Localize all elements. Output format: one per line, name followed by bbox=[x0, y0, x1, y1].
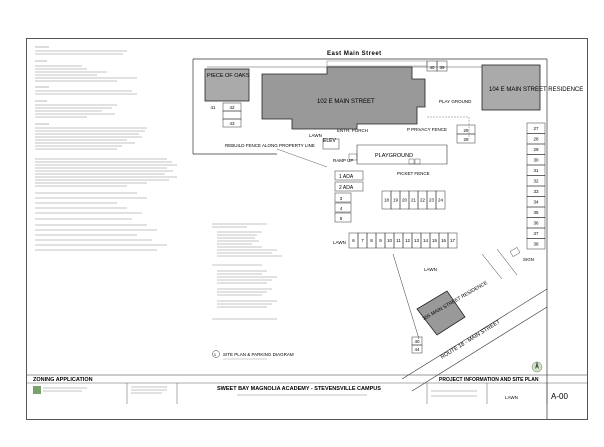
parking-space-number: 31 bbox=[533, 168, 539, 173]
svg-text:3: 3 bbox=[340, 196, 343, 201]
picket-fence-label: PICKET FENCE bbox=[397, 171, 430, 176]
parking-space-stall bbox=[526, 238, 546, 250]
parking-space-number: 13 bbox=[414, 238, 420, 243]
lawn-label-mid: LAWN bbox=[424, 267, 437, 272]
north-arrow-icon bbox=[531, 361, 543, 373]
lawn-label-left: LAWN bbox=[333, 240, 346, 245]
svg-text:4: 4 bbox=[340, 206, 343, 211]
svg-text:2 ADA: 2 ADA bbox=[339, 185, 354, 191]
parking-space-number: 38 bbox=[533, 241, 539, 246]
svg-text:41: 41 bbox=[210, 105, 216, 110]
parking-space-number: 36 bbox=[533, 220, 539, 225]
parking-space-number: 30 bbox=[533, 157, 539, 162]
parking-left-col: 41 42 43 bbox=[210, 102, 242, 128]
svg-text:1 ADA: 1 ADA bbox=[339, 174, 354, 180]
svg-text:5: 5 bbox=[340, 216, 343, 221]
building-104-residence: 104 E MAIN STREET RESIDENCE bbox=[481, 64, 583, 111]
parking-space-number: 18 bbox=[384, 198, 390, 203]
parking-ada: 1 ADA 2 ADA bbox=[334, 170, 364, 192]
svg-text:PLAYGROUND: PLAYGROUND bbox=[375, 153, 413, 159]
parking-space-number: 15 bbox=[432, 238, 438, 243]
svg-text:39: 39 bbox=[439, 65, 445, 70]
svg-text:43: 43 bbox=[229, 121, 235, 126]
svg-text:44: 44 bbox=[414, 347, 420, 352]
parking-space-number: 32 bbox=[533, 178, 539, 183]
svg-text:104 E MAIN STREET RESIDENCE: 104 E MAIN STREET RESIDENCE bbox=[489, 87, 583, 93]
zoning-application-label: ZONING APPLICATION bbox=[33, 377, 93, 383]
project-title: SWEET BAY MAGNOLIA ACADEMY - STEVENSVILL… bbox=[217, 386, 381, 392]
playground-area: PLAYGROUND bbox=[356, 144, 448, 165]
parking-space-number: 14 bbox=[423, 238, 429, 243]
parking-space-number: 29 bbox=[533, 147, 539, 152]
parking-space-number: 12 bbox=[405, 238, 411, 243]
parking-space-number: 8 bbox=[370, 238, 373, 243]
parking-space-number: 21 bbox=[411, 198, 417, 203]
parking-space-number: 22 bbox=[420, 198, 426, 203]
parking-space-number: 27 bbox=[533, 126, 539, 131]
site-frame bbox=[192, 58, 548, 419]
parking-space-number: 16 bbox=[441, 238, 447, 243]
parking-top-pair: 40 39 bbox=[426, 60, 448, 72]
svg-text:SITE PLAN & PARKING DIAGRAM: SITE PLAN & PARKING DIAGRAM bbox=[223, 352, 294, 357]
piece-of-oaks-building: PIECE OF OAKS bbox=[204, 68, 250, 102]
route-18-road: ROUTE 18 - MAIN STREET bbox=[401, 288, 548, 392]
svg-text:25: 25 bbox=[463, 128, 469, 133]
svg-text:26: 26 bbox=[463, 137, 469, 142]
svg-text:40: 40 bbox=[414, 339, 420, 344]
parking-left-small: 3 4 5 bbox=[334, 192, 352, 223]
svg-text:1: 1 bbox=[214, 352, 217, 357]
svg-text:PIECE OF OAKS: PIECE OF OAKS bbox=[207, 73, 250, 79]
elev-label: ELEV bbox=[323, 138, 336, 144]
site-plan-title: 1 SITE PLAN & PARKING DIAGRAM bbox=[212, 350, 294, 360]
parking-space-number: 24 bbox=[438, 198, 444, 203]
svg-text:102 E MAIN STREET: 102 E MAIN STREET bbox=[317, 99, 375, 105]
rebuild-fence-label: REBUILD FENCE ALONG PROPERTY LINE bbox=[225, 143, 315, 148]
ramp-up-label: RAMP UP bbox=[333, 158, 353, 163]
parking-space-number: 35 bbox=[533, 210, 539, 215]
sheet-number: A-00 bbox=[551, 392, 568, 401]
lawn-label-bottom: LAWN bbox=[505, 395, 518, 400]
parking-bottom-pair: 40 44 bbox=[411, 336, 423, 354]
site-plan-drawing: East Main Street PIECE OF OAKS 40 39 102… bbox=[27, 46, 587, 419]
drawing-sheet: East Main Street PIECE OF OAKS 40 39 102… bbox=[26, 38, 588, 420]
parking-space-number: 34 bbox=[533, 199, 539, 204]
sign-label: SIGN bbox=[523, 257, 534, 262]
brightmls-watermark: brightMLS bbox=[3, 429, 52, 444]
parking-space-number: 11 bbox=[396, 238, 401, 243]
title-block: ZONING APPLICATION SWEET BAY MAGNOLIA AC… bbox=[27, 374, 587, 404]
parking-right-col: 27 28 29 30 31 32 33 34 35 36 37 38 bbox=[526, 122, 546, 250]
svg-text:42: 42 bbox=[229, 105, 235, 110]
svg-text:40: 40 bbox=[429, 65, 435, 70]
privacy-fence-label: P PRIVACY FENCE bbox=[407, 127, 447, 132]
parking-space-number: 19 bbox=[393, 198, 399, 203]
parking-space-number: 33 bbox=[533, 189, 539, 194]
parking-space-number: 28 bbox=[533, 136, 539, 141]
entr-porch-label: ENTR. PORCH bbox=[337, 128, 368, 133]
parking-space-stall bbox=[435, 190, 446, 210]
building-355-residence: 355 MAIN STREET RESIDENCE bbox=[416, 280, 489, 336]
parking-space-number: 6 bbox=[352, 238, 355, 243]
east-main-street-label: East Main Street bbox=[327, 51, 382, 57]
parking-right-inner: 25 26 bbox=[456, 124, 476, 144]
play-ground-label: PLAY GROUND bbox=[439, 99, 472, 104]
parking-notes bbox=[212, 223, 282, 320]
parking-space-number: 9 bbox=[379, 238, 382, 243]
parking-space-number: 23 bbox=[429, 198, 435, 203]
parking-space-number: 20 bbox=[402, 198, 408, 203]
parking-space-number: 10 bbox=[387, 238, 393, 243]
parking-space-number: 37 bbox=[533, 231, 539, 236]
building-102-main: 102 E MAIN STREET bbox=[261, 66, 426, 130]
sheet-title: PROJECT INFORMATION AND SITE PLAN bbox=[439, 377, 539, 383]
parking-space-number: 17 bbox=[450, 238, 456, 243]
lawn-label-top: LAWN bbox=[309, 133, 322, 138]
parking-space-number: 7 bbox=[361, 238, 364, 243]
parking-space-stall bbox=[447, 232, 458, 249]
project-notes bbox=[35, 46, 177, 251]
